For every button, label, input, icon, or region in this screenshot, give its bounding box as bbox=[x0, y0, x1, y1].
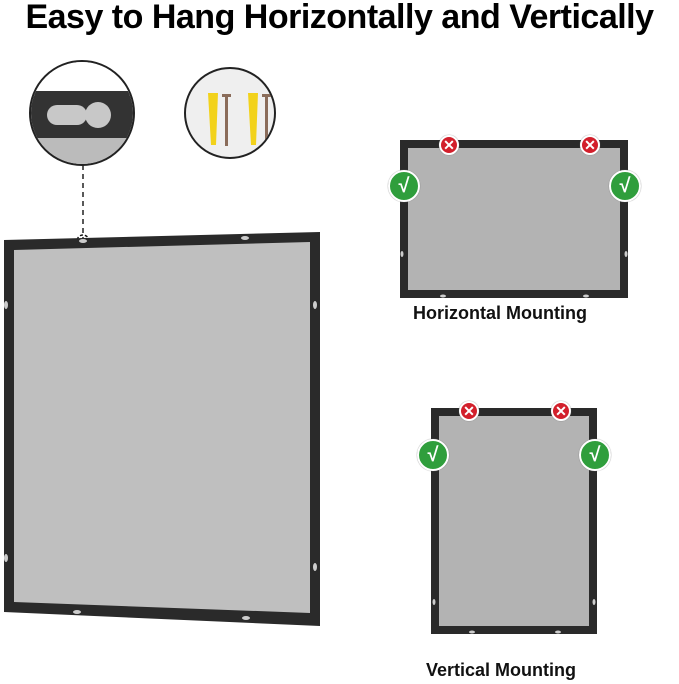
check-icon: √ bbox=[417, 439, 449, 471]
main-frame bbox=[4, 232, 320, 626]
vertical-mounting-label: Vertical Mounting bbox=[426, 660, 577, 680]
check-icon: √ bbox=[388, 170, 420, 202]
keyhole-detail-icon bbox=[29, 60, 135, 248]
check-icon: √ bbox=[609, 170, 641, 202]
horizontal-mounting-label: Horizontal Mounting bbox=[413, 303, 587, 323]
vertical-frame bbox=[431, 408, 597, 634]
cross-icon: ✕ bbox=[439, 135, 459, 155]
cross-icon: ✕ bbox=[580, 135, 600, 155]
cross-icon: ✕ bbox=[459, 401, 479, 421]
cross-icon: ✕ bbox=[551, 401, 571, 421]
page-title: Easy to Hang Horizontally and Vertically bbox=[25, 0, 654, 36]
check-icon: √ bbox=[579, 439, 611, 471]
wall-anchor-screws-icon bbox=[184, 67, 276, 159]
horizontal-frame bbox=[400, 140, 628, 298]
